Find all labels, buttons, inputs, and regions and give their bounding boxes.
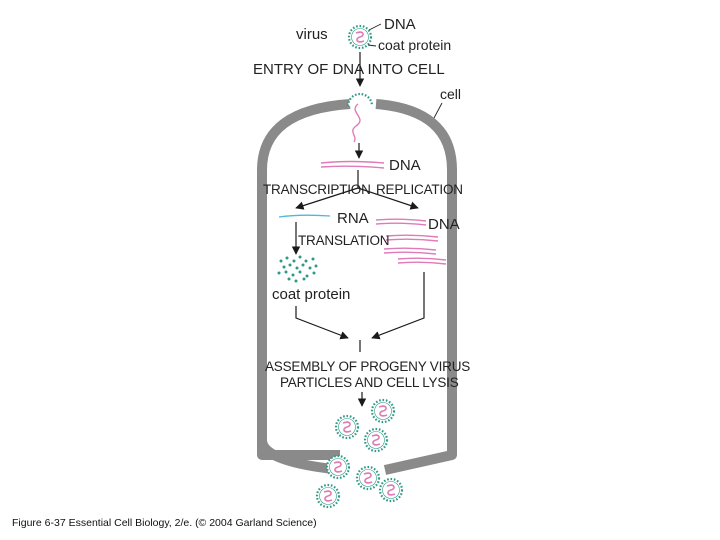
progeny-virus-4 [325,454,351,480]
coat-protein-mid-label: coat protein [272,286,350,303]
assembly-line1: ASSEMBLY OF PROGENY VIRUS [265,359,470,374]
dna-rep-1b [375,222,427,226]
dna-rep-3a [383,247,437,251]
dna-mid-strand-b [320,165,385,169]
virus-attached [346,92,374,107]
arrow-right-converge [371,272,425,340]
coat-protein-top-label: coat protein [378,37,451,53]
dna-rep-2a [385,234,439,238]
replication-label: REPLICATION [376,182,463,197]
leader-dna-top [368,23,382,31]
dna-mid-label: DNA [389,157,421,174]
dna-rep-2b [385,238,439,242]
cell-label: cell [440,86,461,102]
progeny-virus-2 [370,398,396,424]
branch-left [295,187,359,210]
progeny-virus-7 [378,477,404,503]
arrow-left-converge [295,306,349,340]
coat-protein-dots [277,255,318,283]
transcription-label: TRANSCRIPTION [263,182,371,197]
dna-rep-3b [383,251,437,255]
dna-rep-4a [397,257,447,261]
translation-label: TRANSLATION [298,233,389,248]
dna-top-label: DNA [384,16,416,33]
virus-particle-top [347,24,373,50]
cell-wall-left-lower [257,439,343,475]
rna-strand [278,214,331,218]
leader-cell [433,102,443,119]
progeny-virus-3 [363,427,389,453]
virus-label: virus [296,26,328,43]
entry-label: ENTRY OF DNA INTO CELL [253,61,445,78]
dna-right-label: DNA [428,216,460,233]
progeny-virus-5 [355,465,381,491]
injected-dna [352,103,361,143]
dna-mid-strand-a [320,160,385,164]
branch-right [357,187,419,210]
rna-label: RNA [337,210,369,227]
figure-caption: Figure 6-37 Essential Cell Biology, 2/e.… [12,517,317,529]
dna-rep-4b [397,261,447,265]
progeny-virus-6 [315,483,341,509]
progeny-virus-1 [334,414,360,440]
assembly-line2: PARTICLES AND CELL LYSIS [280,375,459,390]
dna-rep-1a [375,218,427,222]
leader-coat-top [367,44,377,47]
cell-wall [257,99,457,475]
